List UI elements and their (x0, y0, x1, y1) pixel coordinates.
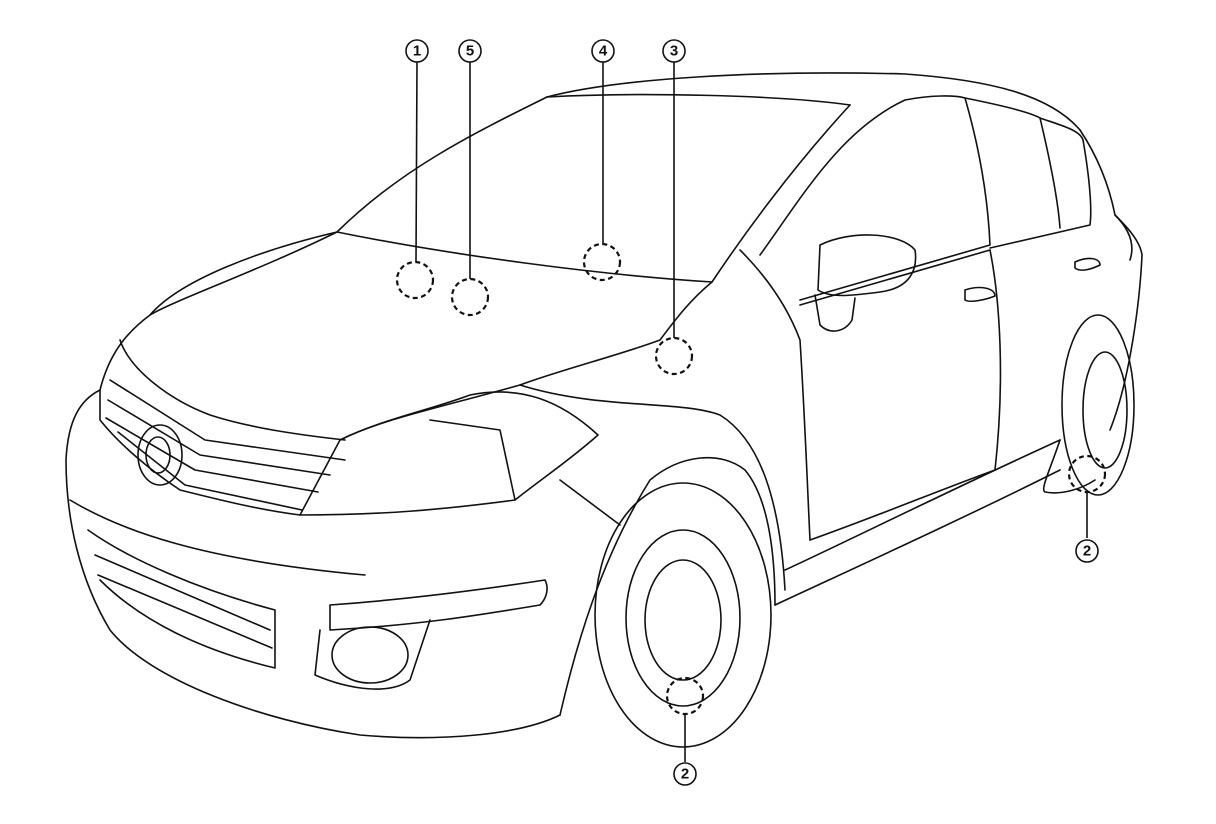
target-2-front (665, 676, 705, 716)
callout-2-rear: 2 (1075, 539, 1099, 563)
car-outline (65, 72, 1143, 748)
callout-number: 2 (681, 766, 689, 783)
target-1 (395, 260, 435, 300)
target-3 (654, 336, 694, 376)
target-4 (582, 242, 622, 282)
callout-number: 1 (413, 43, 421, 60)
callout-4: 4 (591, 39, 615, 63)
target-5 (450, 277, 490, 317)
callout-5: 5 (458, 39, 482, 63)
callout-2-front: 2 (673, 762, 697, 786)
callout-3: 3 (662, 39, 686, 63)
callout-number: 5 (466, 43, 474, 60)
leader-lines (415, 61, 1088, 762)
callout-number: 2 (1083, 543, 1091, 560)
callout-1: 1 (405, 39, 429, 63)
callout-number: 4 (599, 43, 608, 60)
callout-number: 3 (670, 43, 678, 60)
